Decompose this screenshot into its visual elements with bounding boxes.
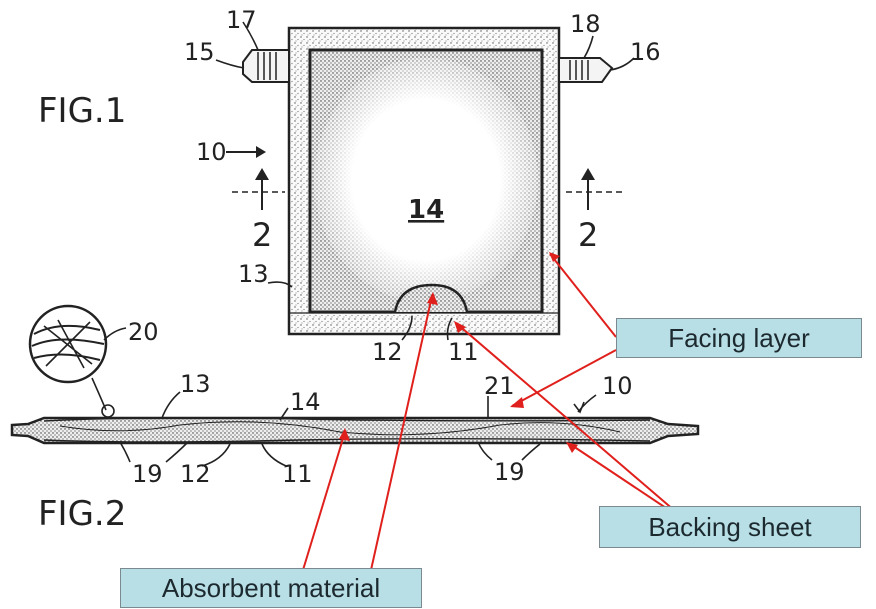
section-marker-right (566, 168, 622, 210)
numeral-16: 16 (630, 38, 661, 66)
numeral-12-top: 12 (372, 338, 403, 366)
callout-leader-lines (302, 253, 676, 571)
numeral-12-bottom: 12 (180, 460, 211, 488)
callout-backing-sheet: Backing sheet (599, 506, 861, 548)
numeral-13-bottom: 13 (180, 370, 211, 398)
numeral-17: 17 (226, 6, 257, 34)
numeral-19-right: 19 (494, 458, 525, 486)
section-marker-left (232, 168, 285, 210)
numeral-13-top: 13 (238, 260, 269, 288)
fig2-cross-section (10, 416, 700, 445)
callout-arrowheads (339, 252, 578, 453)
numeral-21: 21 (484, 372, 515, 400)
numeral-20: 20 (128, 318, 159, 346)
magnified-detail-circle (28, 304, 127, 418)
numeral-11-bottom: 11 (282, 460, 313, 488)
arrow-10-top (226, 146, 266, 158)
numeral-10-bottom: 10 (602, 372, 633, 400)
fig1-right-adhesive-tab (558, 57, 614, 83)
callout-absorbent-material: Absorbent material (120, 568, 422, 608)
fig1-leader-lines (215, 21, 635, 341)
fig1-pad-outline (287, 26, 561, 336)
fig2-leader-lines (119, 391, 597, 467)
numeral-14-bottom: 14 (290, 388, 321, 416)
numeral-14-top: 14 (408, 195, 444, 225)
section-label-left: 2 (252, 216, 272, 254)
numeral-11-top: 11 (448, 338, 479, 366)
fig1-left-adhesive-tab (242, 49, 290, 83)
numeral-10-top: 10 (196, 138, 227, 166)
section-label-right: 2 (578, 216, 598, 254)
numeral-15: 15 (184, 38, 215, 66)
fig2-label: FIG.2 (38, 494, 126, 534)
fig1-label: FIG.1 (38, 91, 126, 131)
numeral-19-left: 19 (132, 460, 163, 488)
callout-facing-layer: Facing layer (616, 318, 862, 358)
numeral-18: 18 (570, 10, 601, 38)
